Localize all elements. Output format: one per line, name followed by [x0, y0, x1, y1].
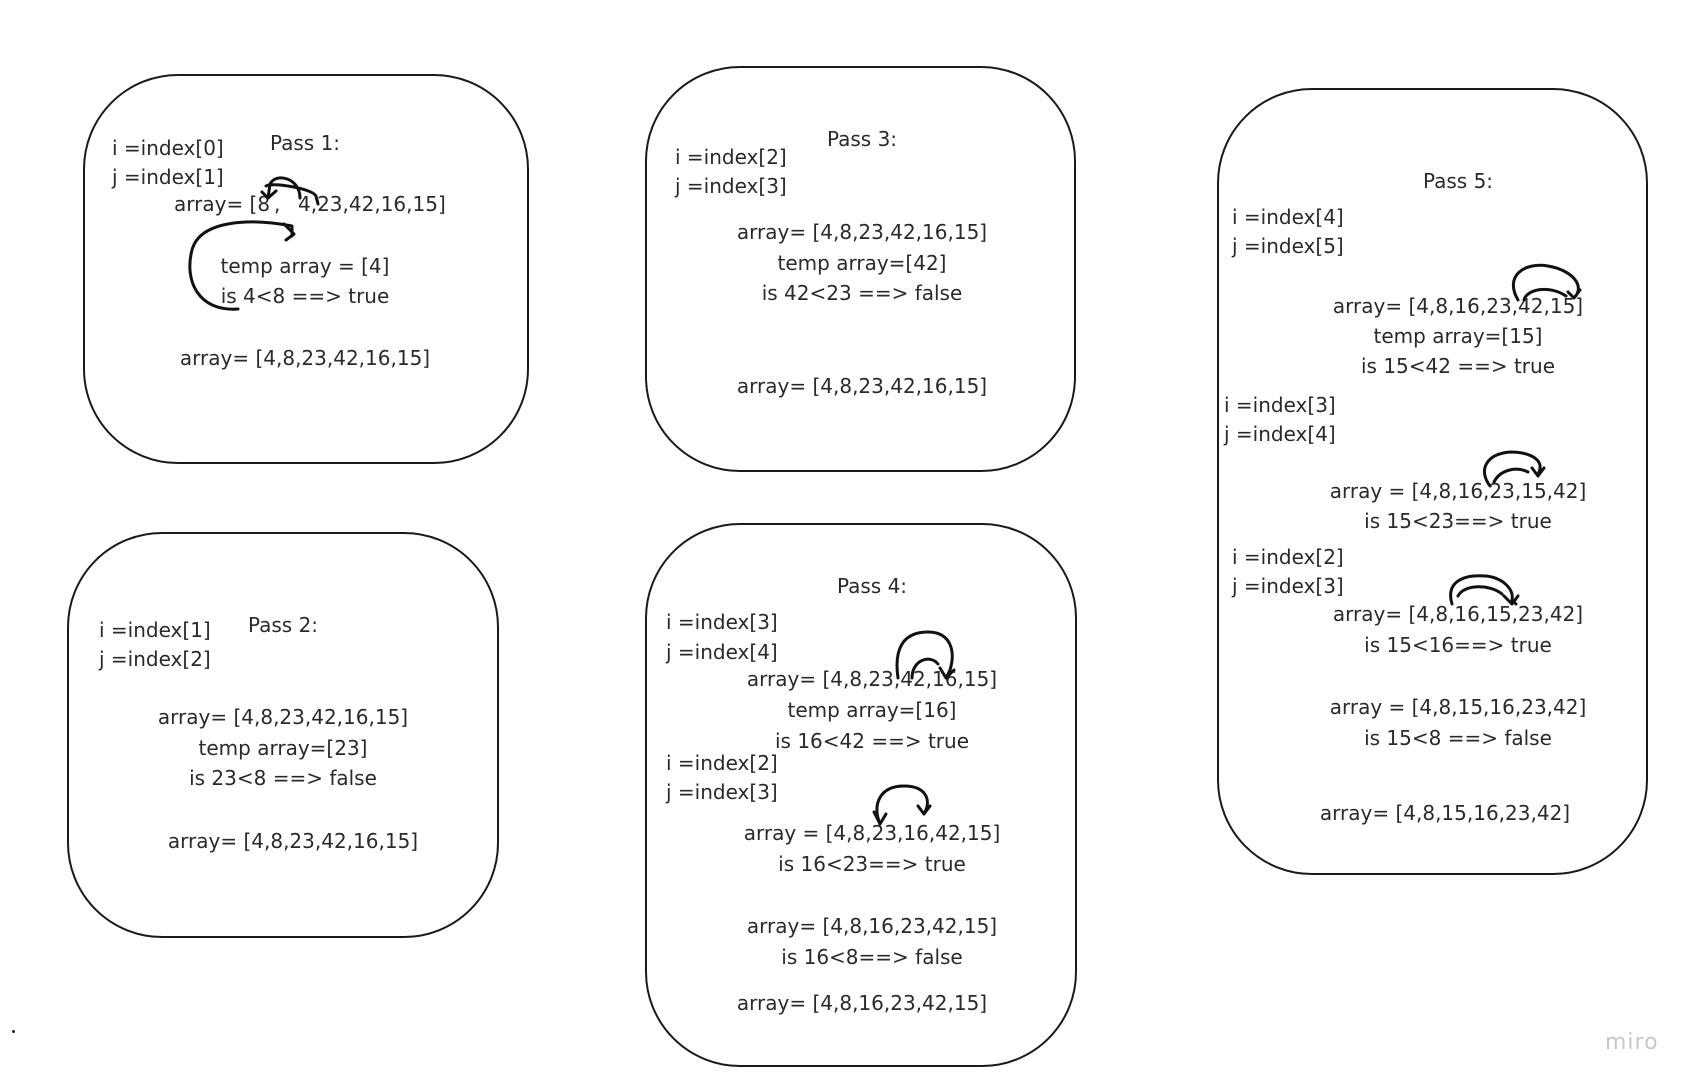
pass-4-comparison-2: is 16<23==> true	[778, 852, 966, 876]
pass-2-card[interactable]	[67, 532, 499, 938]
pass-5-array-step-4: array = [4,8,15,16,23,42]	[1329, 695, 1587, 719]
pass-5-i-label-3: i =index[2]	[1232, 545, 1344, 569]
pass-4-card[interactable]	[645, 523, 1077, 1067]
pass-5-array-step-1: array= [4,8,16,23,42,15]	[1332, 294, 1584, 318]
pass-2-title: Pass 2:	[247, 613, 319, 637]
pass-1-array-before-rest: 4,23,42,16,15]	[298, 192, 446, 216]
pass-3-title: Pass 3:	[826, 127, 898, 151]
pass-5-array-step-2: array = [4,8,16,23,15,42]	[1329, 479, 1587, 503]
pass-4-i-label-1: i =index[3]	[666, 610, 778, 634]
miro-logo: miro	[1605, 1030, 1659, 1055]
pass-4-comparison-1: is 16<42 ==> true	[774, 729, 970, 753]
pass-5-comparison-4: is 15<8 ==> false	[1364, 726, 1552, 750]
pass-4-temp-array: temp array=[16]	[787, 698, 957, 722]
pass-5-temp-array: temp array=[15]	[1373, 324, 1543, 348]
pass-4-array-after: array= [4,8,16,23,42,15]	[736, 991, 988, 1015]
pass-3-card[interactable]	[645, 66, 1076, 472]
pass-4-title: Pass 4:	[836, 574, 908, 598]
pass-2-array-after: array= [4,8,23,42,16,15]	[167, 829, 419, 853]
pass-4-j-label-2: j =index[3]	[666, 780, 778, 804]
pass-5-array-step-3: array= [4,8,16,15,23,42]	[1332, 602, 1584, 626]
pass-1-array-before-comma: ,	[274, 192, 281, 216]
pass-5-j-label-3: j =index[3]	[1232, 574, 1344, 598]
stray-dot	[12, 1030, 15, 1033]
pass-1-title: Pass 1:	[269, 131, 341, 155]
pass-1-comparison: is 4<8 ==> true	[220, 284, 390, 308]
pass-3-i-label: i =index[2]	[675, 145, 787, 169]
pass-5-i-label-2: i =index[3]	[1224, 393, 1336, 417]
pass-5-comparison-1: is 15<42 ==> true	[1360, 354, 1556, 378]
pass-3-array-after: array= [4,8,23,42,16,15]	[736, 374, 988, 398]
pass-4-comparison-3: is 16<8==> false	[781, 945, 963, 969]
pass-3-j-label: j =index[3]	[675, 174, 787, 198]
pass-5-comparison-3: is 15<16==> true	[1364, 633, 1552, 657]
pass-2-comparison: is 23<8 ==> false	[189, 766, 377, 790]
pass-3-temp-array: temp array=[42]	[777, 251, 947, 275]
pass-3-array-before: array= [4,8,23,42,16,15]	[736, 220, 988, 244]
pass-2-j-label: j =index[2]	[99, 647, 211, 671]
pass-2-i-label: i =index[1]	[99, 618, 211, 642]
pass-5-j-label-1: j =index[5]	[1232, 234, 1344, 258]
pass-5-i-label-1: i =index[4]	[1232, 205, 1344, 229]
pass-4-j-label-1: j =index[4]	[666, 640, 778, 664]
pass-5-j-label-2: j =index[4]	[1224, 422, 1336, 446]
pass-5-title: Pass 5:	[1422, 169, 1494, 193]
pass-1-i-label: i =index[0]	[112, 136, 224, 160]
pass-4-array-step-3: array= [4,8,16,23,42,15]	[746, 914, 998, 938]
pass-4-i-label-2: i =index[2]	[666, 751, 778, 775]
pass-2-array-before: array= [4,8,23,42,16,15]	[157, 705, 409, 729]
pass-1-array-before-start: array= [8	[174, 192, 271, 216]
pass-4-array-step-2: array = [4,8,23,16,42,15]	[743, 821, 1001, 845]
pass-5-array-after: array= [4,8,15,16,23,42]	[1319, 801, 1571, 825]
pass-1-j-label: j =index[1]	[112, 165, 224, 189]
pass-3-comparison: is 42<23 ==> false	[761, 281, 963, 305]
pass-5-card[interactable]	[1217, 88, 1648, 875]
pass-1-temp-array: temp array = [4]	[220, 254, 390, 278]
pass-1-card[interactable]	[83, 74, 529, 464]
pass-1-array-after: array= [4,8,23,42,16,15]	[179, 346, 431, 370]
pass-2-temp-array: temp array=[23]	[198, 736, 368, 760]
pass-4-array-step-1: array= [4,8,23,42,16,15]	[746, 667, 998, 691]
pass-5-comparison-2: is 15<23==> true	[1364, 509, 1552, 533]
